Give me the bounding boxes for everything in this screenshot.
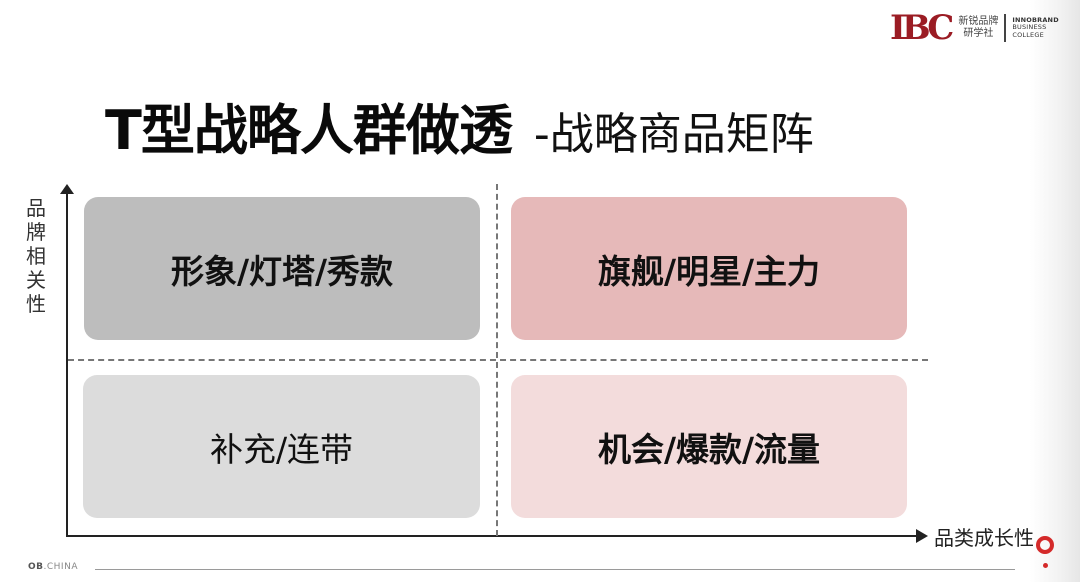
footer-brand-rest: .CHINA <box>43 562 78 572</box>
arrow-up-icon <box>60 184 74 194</box>
brand-logo: IBC 新锐品牌 研学社 INNOBRAND BUSINESS COLLEGE <box>890 10 1059 46</box>
logo-cn-line2: 研学社 <box>963 28 994 39</box>
arrow-right-icon <box>916 529 928 543</box>
logo-en-line3: COLLEGE <box>1012 30 1044 39</box>
footer-rule <box>95 569 1015 570</box>
quadrant-top-right: 旗舰/明星/主力 <box>511 197 907 340</box>
footer-brand: OB.CHINA <box>28 562 78 572</box>
y-axis-line <box>66 190 68 536</box>
quadrant-bottom-right: 机会/爆款/流量 <box>511 375 907 518</box>
quadrant-top-left: 形象/灯塔/秀款 <box>84 197 480 340</box>
horizontal-dashed-divider <box>68 359 928 361</box>
quadrant-bottom-left: 补充/连带 <box>83 375 480 518</box>
logo-mark: IBC <box>890 8 954 48</box>
page-title: T型战略人群做透 -战略商品矩阵 <box>105 86 814 165</box>
y-axis-label: 品牌相关性 <box>26 196 46 316</box>
logo-divider <box>1004 14 1007 42</box>
title-subtitle: -战略商品矩阵 <box>533 109 814 160</box>
quadrant-label: 机会/爆款/流量 <box>597 429 821 469</box>
logo-english-name: INNOBRAND BUSINESS COLLEGE <box>1012 15 1059 40</box>
location-pin-dot-icon <box>1043 563 1048 568</box>
quadrant-label: 旗舰/明星/主力 <box>597 251 821 291</box>
location-pin-icon <box>1036 536 1054 554</box>
logo-en-line1: INNOBRAND <box>1012 15 1059 24</box>
logo-chinese-name: 新锐品牌 研学社 <box>958 16 998 40</box>
footer-brand-bold: OB <box>28 562 44 572</box>
quadrant-label: 补充/连带 <box>209 429 354 469</box>
x-axis-line <box>66 535 918 537</box>
title-main: T型战略人群做透 <box>105 99 513 162</box>
logo-en-line2: BUSINESS <box>1012 23 1047 32</box>
x-axis-label: 品类成长性 <box>934 526 1034 550</box>
quadrant-label: 形象/灯塔/秀款 <box>170 251 394 291</box>
logo-cn-line1: 新锐品牌 <box>958 16 999 27</box>
